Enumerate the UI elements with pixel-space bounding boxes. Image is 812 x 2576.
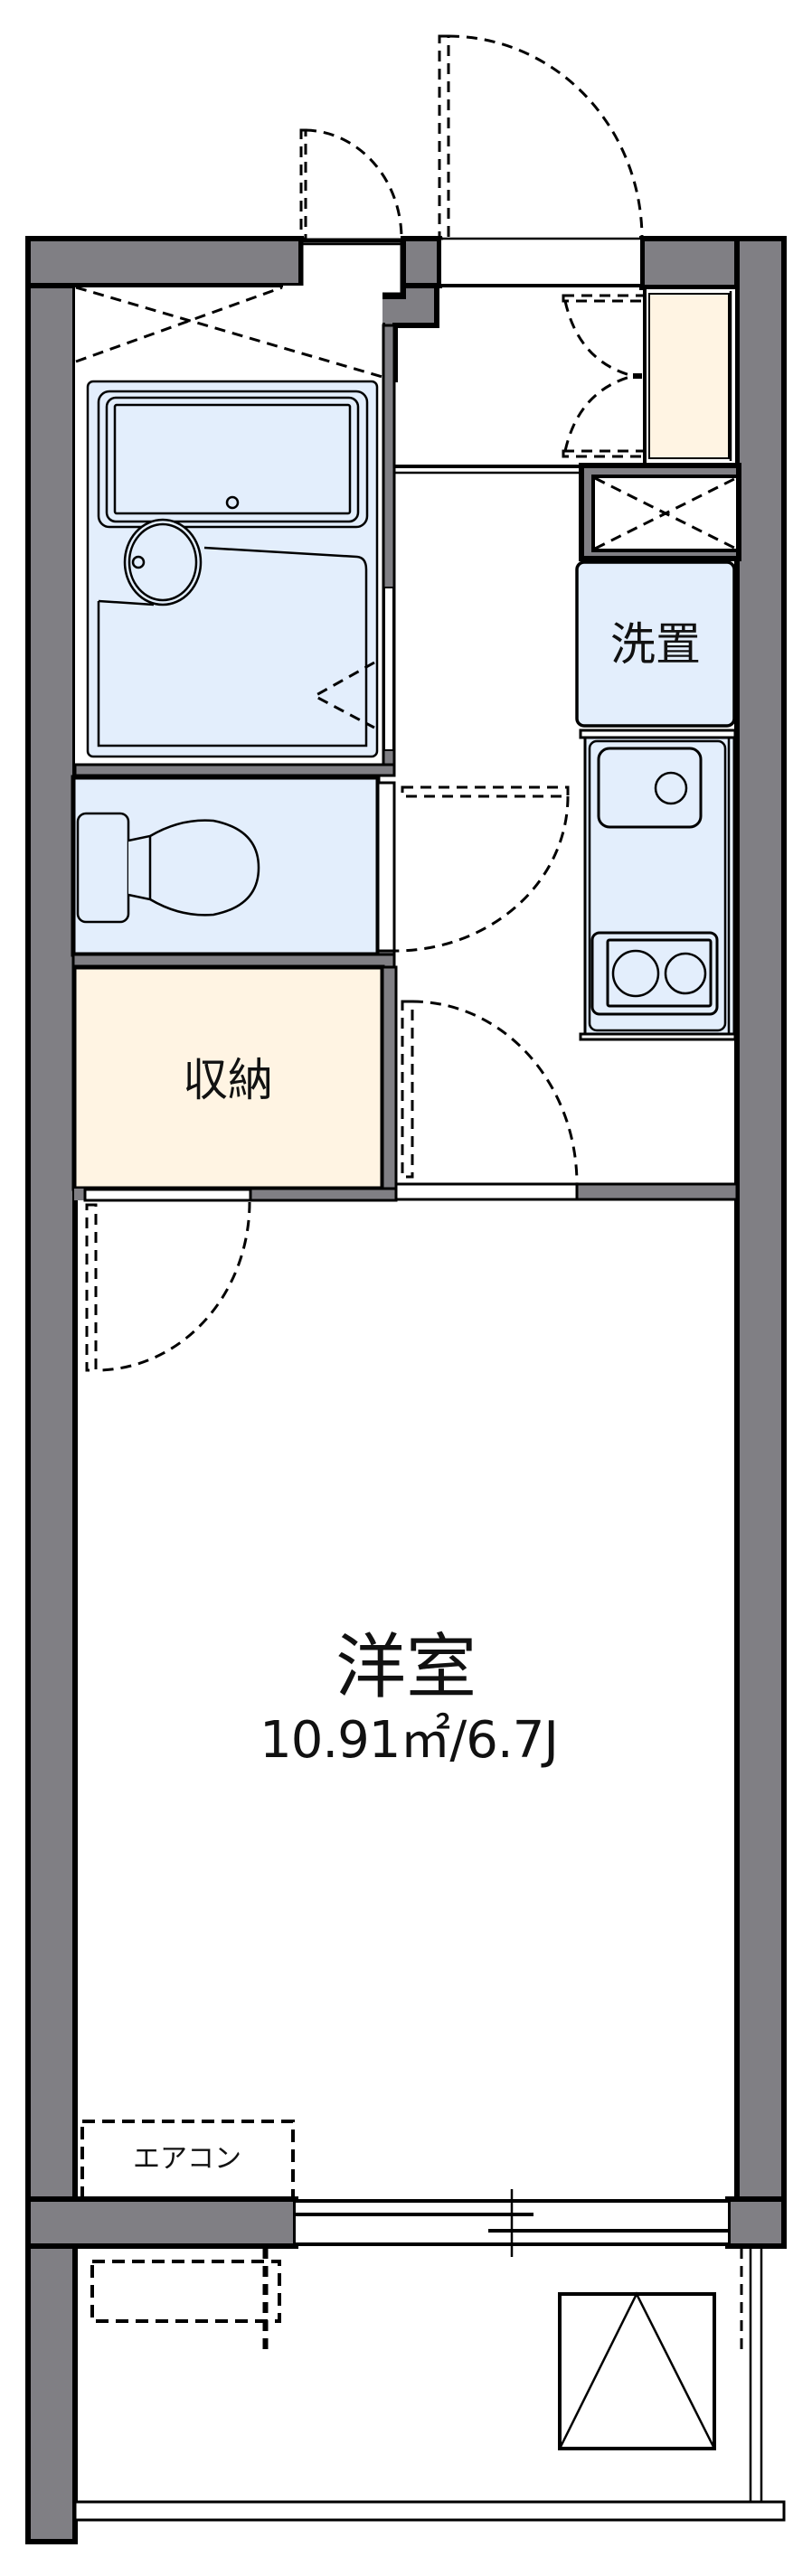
balcony	[73, 2246, 786, 2522]
washer-space	[575, 560, 736, 728]
room-name: 洋室	[335, 1627, 477, 1708]
hall-door[interactable]	[394, 1000, 739, 1201]
toilet-room	[71, 775, 570, 969]
western-room	[73, 1200, 739, 2200]
kitchen-counter	[579, 729, 737, 1041]
exterior-walls	[25, 236, 787, 2544]
sliding-window	[296, 2189, 728, 2257]
storage-label: 収納	[183, 1054, 273, 1106]
entry-step	[395, 465, 581, 475]
shoe-cabinet[interactable]	[562, 286, 739, 466]
storage-closet	[71, 964, 398, 1372]
air-conditioner-label: エアコン	[133, 2143, 241, 2175]
entrance-door[interactable]	[438, 34, 644, 287]
meter-box	[298, 128, 405, 297]
washer-space-label: 洗置	[610, 618, 701, 671]
bathroom	[73, 284, 396, 777]
pipe-space	[579, 463, 741, 561]
room-area: 10.91㎡/6.7J	[260, 1711, 559, 1770]
